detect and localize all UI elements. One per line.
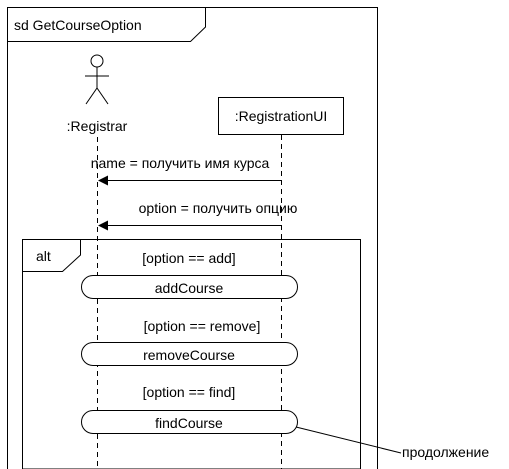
note-connector bbox=[295, 426, 402, 454]
actor-stick-figure-icon bbox=[85, 54, 109, 105]
message-label: option = получить опцию bbox=[139, 200, 298, 216]
actor-registrar: :Registrar bbox=[67, 54, 128, 134]
actor-registrar-label: :Registrar bbox=[67, 118, 128, 134]
guard-add: [option == add] bbox=[142, 250, 235, 266]
interaction-use-find-course: findCourse bbox=[81, 410, 298, 434]
message-label: name = получить имя курса bbox=[91, 155, 270, 171]
message-get-course-name: name = получить имя курса bbox=[91, 155, 281, 186]
alt-fragment: alt bbox=[22, 239, 361, 469]
interaction-use-add-course: addCourse bbox=[81, 275, 298, 299]
continuation-note-label: продолжение bbox=[402, 444, 489, 460]
lifeline-head-registration-ui: :RegistrationUI bbox=[218, 97, 344, 135]
interaction-use-label: findCourse bbox=[155, 415, 223, 431]
guard-find: [option == find] bbox=[143, 384, 236, 400]
message-get-option: option = получить опцию bbox=[98, 200, 298, 231]
continuation-note: продолжение bbox=[295, 426, 489, 460]
interaction-use-remove-course: removeCourse bbox=[81, 342, 298, 366]
interaction-use-label: addCourse bbox=[155, 280, 224, 296]
alt-operator-label: alt bbox=[36, 248, 51, 264]
sequence-frame: sd GetCourseOption bbox=[7, 7, 378, 469]
registration-ui-label: :RegistrationUI bbox=[235, 108, 328, 124]
interaction-use-label: removeCourse bbox=[143, 347, 235, 363]
guard-remove: [option == remove] bbox=[144, 318, 261, 334]
frame-title: sd GetCourseOption bbox=[14, 17, 142, 33]
